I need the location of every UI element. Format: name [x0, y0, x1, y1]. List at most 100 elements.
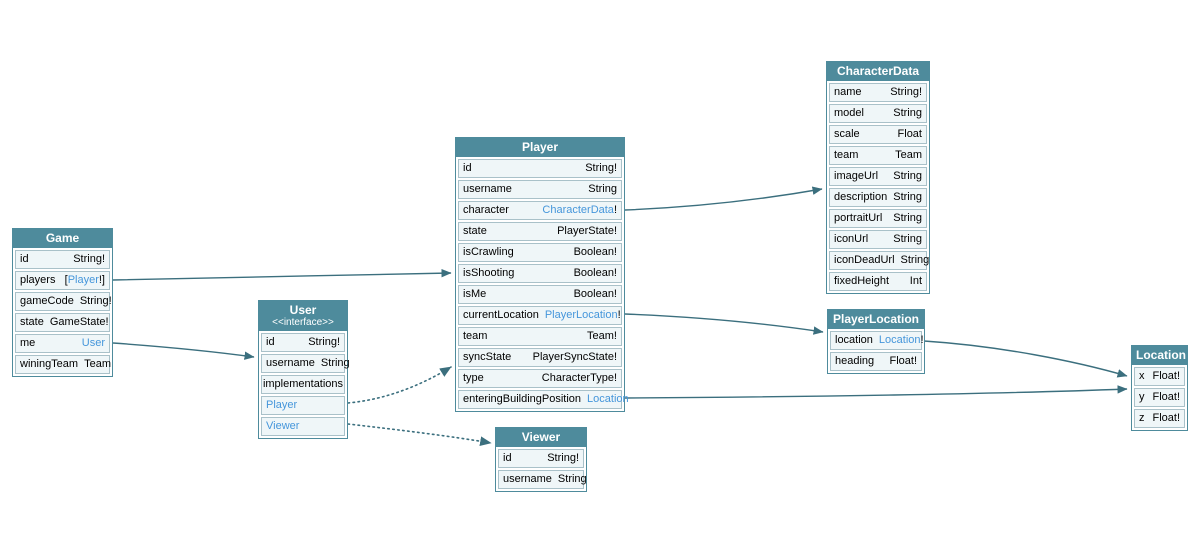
field-name: heading	[835, 355, 875, 367]
field-type: String!	[890, 86, 922, 98]
field-row-z: z Float!	[1134, 409, 1185, 428]
field-row-username: username String	[498, 470, 587, 489]
field-type: Location	[587, 393, 629, 406]
field-row-imageUrl: imageUrl String	[829, 167, 927, 186]
table-title: User	[289, 303, 317, 317]
field-row-x: x Float!	[1134, 367, 1185, 386]
field-type: Float!	[1152, 412, 1180, 424]
field-name: iconUrl	[834, 233, 869, 245]
field-name: gameCode	[20, 295, 74, 307]
field-type: Float!	[889, 355, 917, 367]
field-name: state	[20, 316, 44, 328]
edge-user-implementation-player	[347, 366, 452, 404]
field-type: String!	[585, 162, 617, 174]
field-type: Float!	[1152, 391, 1180, 403]
field-type: String!	[79, 295, 112, 307]
type-link-location[interactable]: Location	[587, 393, 629, 405]
table-title: Location	[1136, 348, 1186, 362]
type-link-viewer[interactable]: Viewer	[266, 420, 300, 432]
field-row-gameCode: gameCode String!	[15, 292, 112, 311]
field-type: String	[320, 357, 350, 369]
field-row-username: username String	[261, 354, 350, 373]
field-type: Boolean!	[573, 267, 617, 279]
field-name: scale	[834, 128, 860, 140]
field-type: Int	[909, 275, 922, 287]
type-link-player[interactable]: Player	[67, 274, 99, 286]
field-row-players: players [Player!]	[15, 271, 110, 290]
implementation-row-player[interactable]: Player	[261, 396, 345, 415]
field-name: state	[463, 225, 487, 237]
field-name: y	[1139, 391, 1145, 403]
edge-playerlocation-location-to-location	[923, 340, 1128, 378]
field-name: description	[834, 191, 888, 203]
field-name: username	[266, 357, 315, 369]
field-type: Float!	[1152, 370, 1180, 382]
field-name: fixedHeight	[834, 275, 890, 287]
type-suffix: !	[617, 309, 621, 321]
section-label: implementations	[262, 378, 344, 390]
type-link-characterdata[interactable]: CharacterData	[542, 204, 614, 216]
table-header-characterdata[interactable]: CharacterData	[827, 62, 929, 81]
field-type: String!	[547, 452, 579, 464]
field-type: String	[893, 212, 922, 224]
field-type: String	[557, 473, 587, 485]
type-suffix: !	[920, 334, 924, 346]
edge-user-implementation-viewer	[347, 423, 492, 446]
table-header-player[interactable]: Player	[456, 138, 624, 157]
table-header-user[interactable]: User<<interface>>	[259, 301, 347, 331]
field-name: players	[20, 274, 56, 286]
field-name: id	[266, 336, 275, 348]
type-link-user[interactable]: User	[81, 337, 105, 349]
field-type: String	[900, 254, 930, 266]
type-link-player[interactable]: Player	[266, 399, 298, 411]
field-type: Boolean!	[573, 246, 617, 258]
implementation-row-viewer[interactable]: Viewer	[261, 417, 345, 436]
edge-game-me-to-user	[112, 342, 255, 360]
field-type: String	[893, 191, 922, 203]
field-type: CharacterData!	[542, 204, 617, 217]
type-link-playerlocation[interactable]: PlayerLocation	[544, 309, 618, 321]
field-name: winingTeam	[20, 358, 79, 370]
field-name: isShooting	[463, 267, 515, 279]
type-prefix: [	[64, 274, 68, 286]
field-name: imageUrl	[834, 170, 879, 182]
field-type: Team	[895, 149, 922, 161]
field-name: x	[1139, 370, 1145, 382]
field-type: [Player!]	[65, 274, 105, 287]
field-name: z	[1139, 412, 1145, 424]
field-name: username	[503, 473, 552, 485]
table-header-game[interactable]: Game	[13, 229, 112, 248]
field-name: isCrawling	[463, 246, 514, 258]
field-type: String	[893, 170, 922, 182]
field-row-id: id String!	[458, 159, 622, 178]
field-type: String	[893, 233, 922, 245]
field-type: GameState!	[49, 316, 109, 328]
field-type: String	[893, 107, 922, 119]
table-header-location[interactable]: Location	[1132, 346, 1187, 365]
type-link-location[interactable]: Location	[878, 334, 921, 346]
table-header-playerlocation[interactable]: PlayerLocation	[828, 310, 924, 329]
field-row-y: y Float!	[1134, 388, 1185, 407]
edge-player-currentlocation-to-playerlocation	[624, 313, 824, 335]
field-type: Float	[897, 128, 922, 140]
type-suffix: !	[613, 204, 617, 216]
field-type: Location!	[879, 334, 924, 347]
field-name: id	[463, 162, 472, 174]
table-header-viewer[interactable]: Viewer	[496, 428, 586, 447]
